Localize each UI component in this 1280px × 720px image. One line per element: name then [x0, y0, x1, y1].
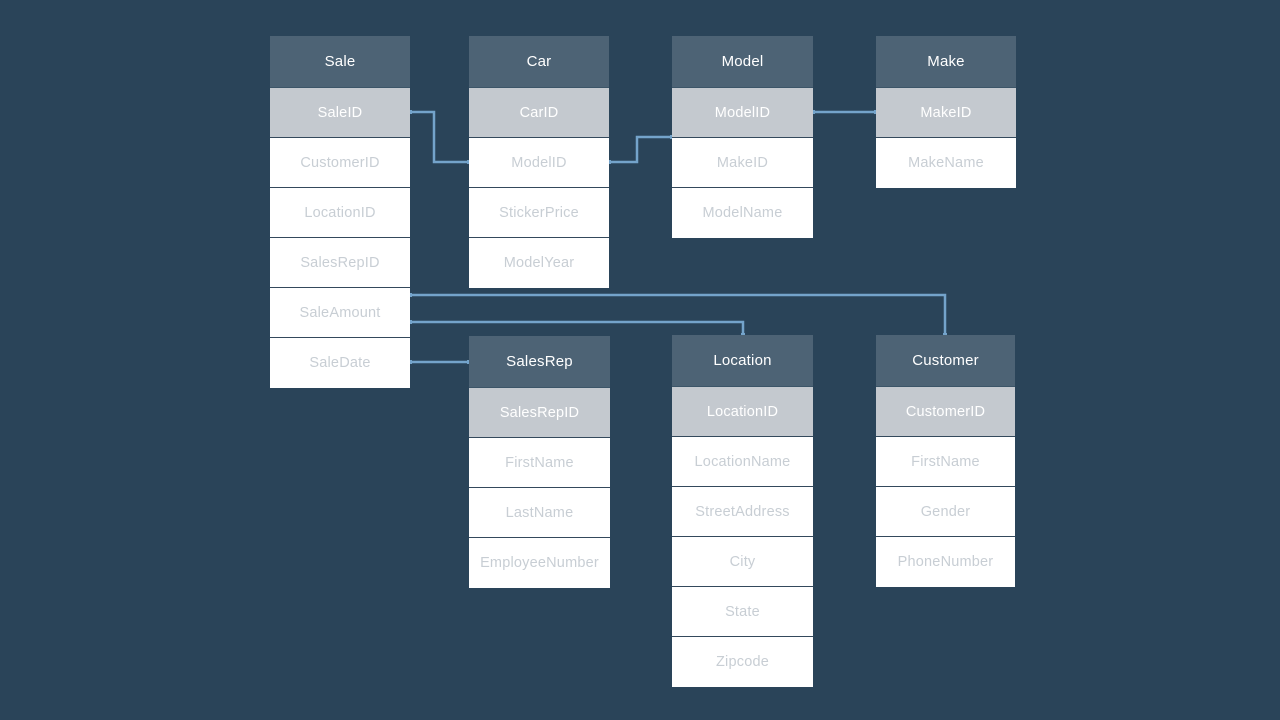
field-sale-4[interactable]: SaleAmount: [270, 288, 410, 338]
relationship-line-sale-customer: [408, 293, 947, 337]
field-location-3[interactable]: City: [672, 537, 813, 587]
field-car-1[interactable]: ModelID: [469, 138, 609, 188]
field-location-1[interactable]: LocationName: [672, 437, 813, 487]
entity-title-customer: Customer: [876, 335, 1015, 387]
field-make-1[interactable]: MakeName: [876, 138, 1016, 188]
field-salesrep-3[interactable]: EmployeeNumber: [469, 538, 610, 588]
primary-key-field-customer-0[interactable]: CustomerID: [876, 387, 1015, 437]
entity-title-sale: Sale: [270, 36, 410, 88]
field-sale-2[interactable]: LocationID: [270, 188, 410, 238]
field-salesrep-1[interactable]: FirstName: [469, 438, 610, 488]
field-sale-1[interactable]: CustomerID: [270, 138, 410, 188]
field-location-4[interactable]: State: [672, 587, 813, 637]
relationship-line-sale-location: [408, 320, 745, 337]
primary-key-field-make-0[interactable]: MakeID: [876, 88, 1016, 138]
relationship-line-car-model: [607, 135, 674, 164]
field-location-2[interactable]: StreetAddress: [672, 487, 813, 537]
field-location-5[interactable]: Zipcode: [672, 637, 813, 687]
entity-title-car: Car: [469, 36, 609, 88]
field-model-2[interactable]: ModelName: [672, 188, 813, 238]
relationship-line-car-sale: [408, 110, 471, 164]
entity-title-make: Make: [876, 36, 1016, 88]
field-customer-3[interactable]: PhoneNumber: [876, 537, 1015, 587]
field-car-2[interactable]: StickerPrice: [469, 188, 609, 238]
field-model-1[interactable]: MakeID: [672, 138, 813, 188]
entity-title-location: Location: [672, 335, 813, 387]
field-sale-3[interactable]: SalesRepID: [270, 238, 410, 288]
primary-key-field-location-0[interactable]: LocationID: [672, 387, 813, 437]
field-customer-2[interactable]: Gender: [876, 487, 1015, 537]
primary-key-field-car-0[interactable]: CarID: [469, 88, 609, 138]
field-customer-1[interactable]: FirstName: [876, 437, 1015, 487]
field-sale-5[interactable]: SaleDate: [270, 338, 410, 388]
primary-key-field-model-0[interactable]: ModelID: [672, 88, 813, 138]
field-salesrep-2[interactable]: LastName: [469, 488, 610, 538]
entity-title-model: Model: [672, 36, 813, 88]
primary-key-field-sale-0[interactable]: SaleID: [270, 88, 410, 138]
primary-key-field-salesrep-0[interactable]: SalesRepID: [469, 388, 610, 438]
field-car-3[interactable]: ModelYear: [469, 238, 609, 288]
entity-title-salesrep: SalesRep: [469, 336, 610, 388]
